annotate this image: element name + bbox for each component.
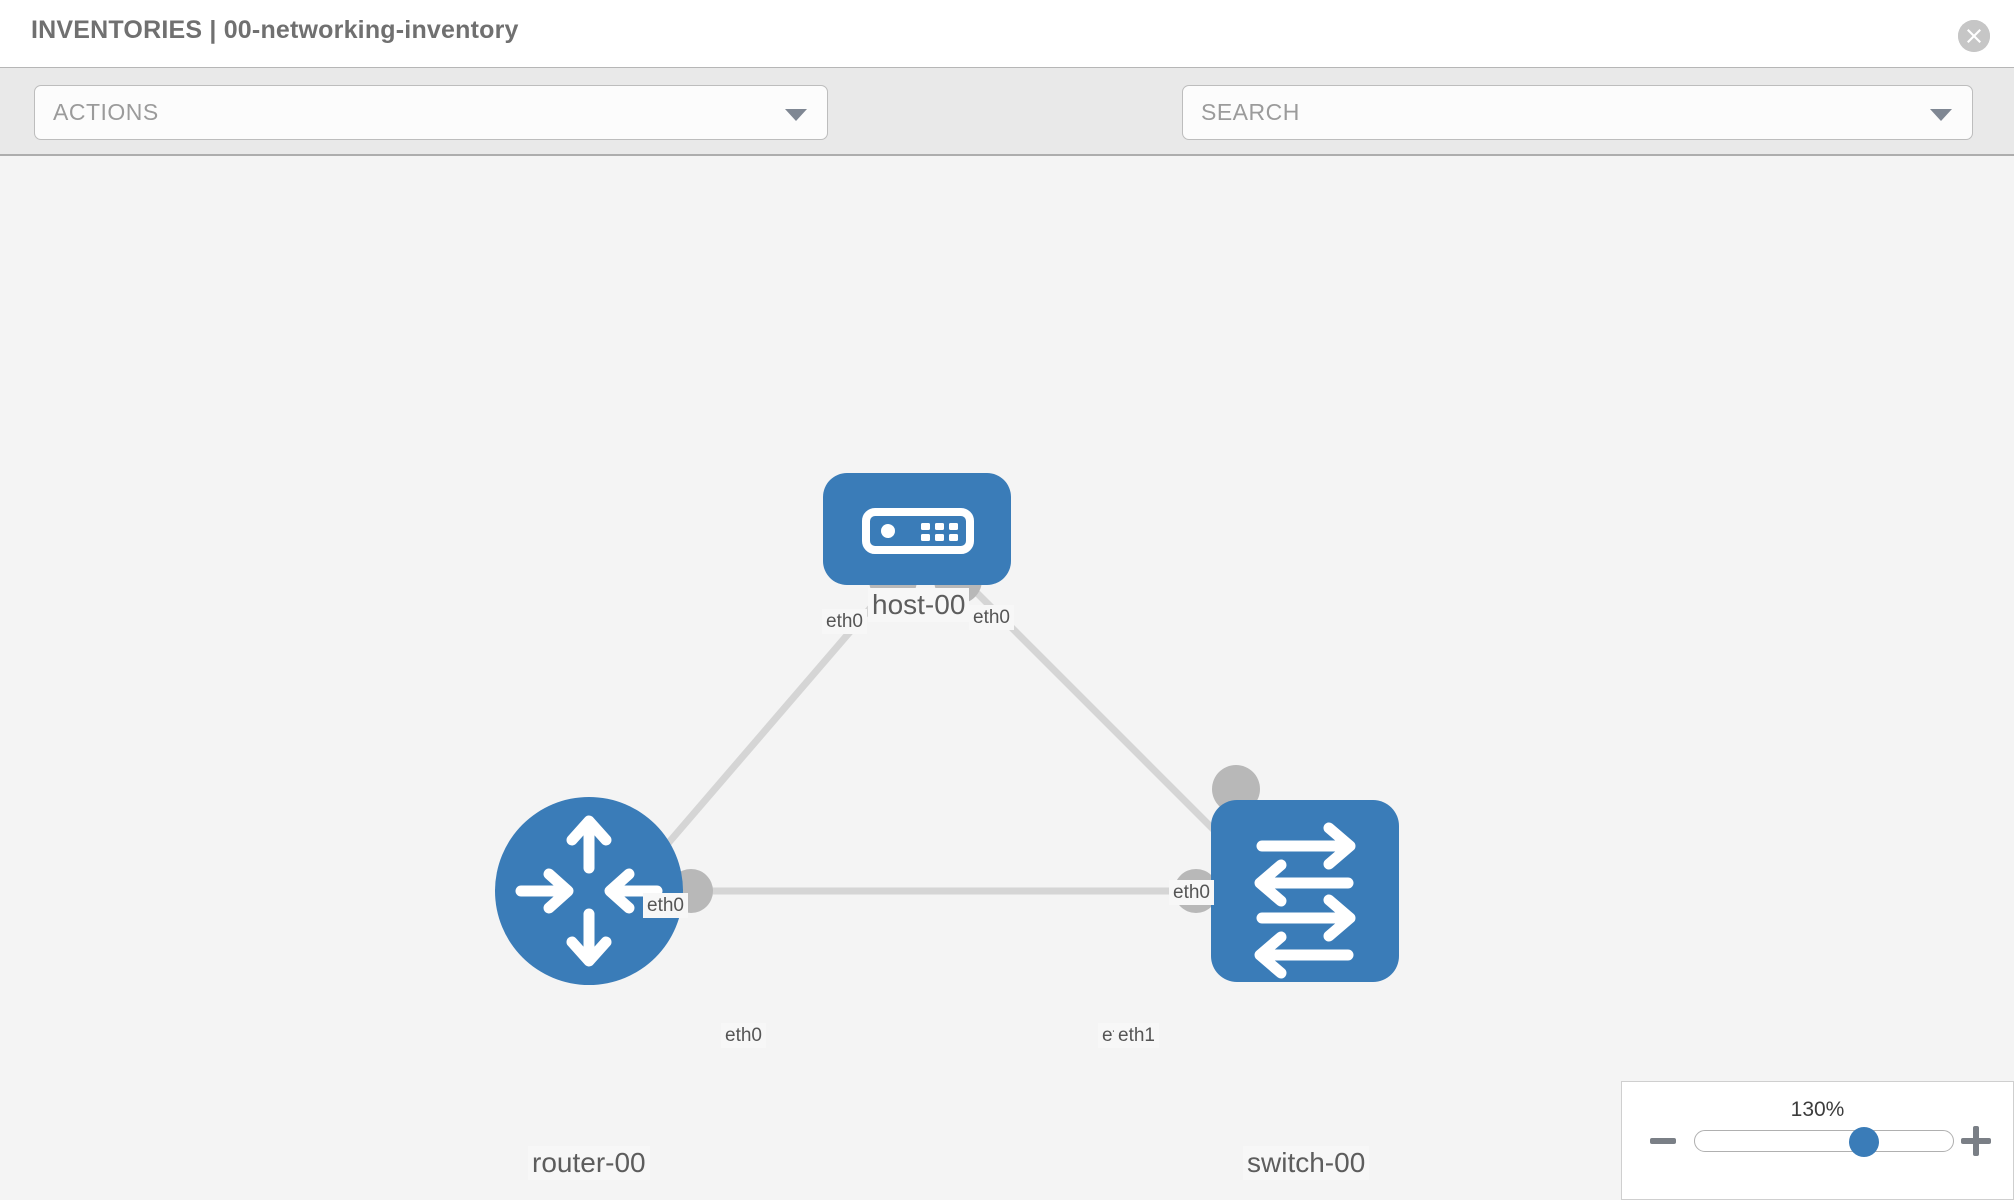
node-host-00: [823, 473, 1011, 585]
node-host-00-shape: [823, 473, 1011, 585]
zoom-control-panel: 130%: [1621, 1081, 2014, 1200]
zoom-slider-track[interactable]: [1694, 1130, 1954, 1152]
iface-label-host00-left: eth0: [822, 609, 867, 634]
zoom-percent-label: 130%: [1790, 1098, 1845, 1121]
iface-label-router00-eth0: eth0: [721, 1023, 766, 1048]
close-icon[interactable]: [1958, 20, 1990, 52]
zoom-slider-thumb[interactable]: [1849, 1127, 1879, 1157]
topology-links: [637, 573, 1258, 895]
node-label-router-00: router-00: [528, 1146, 650, 1180]
server-icon: [862, 508, 974, 554]
switch-arrows-icon: [1254, 822, 1356, 979]
node-router-00-shape: [495, 797, 683, 985]
chevron-down-icon: [785, 109, 807, 121]
topology-canvas[interactable]: eth0 eth0 eth0 eth0 eth0 eth0 eth1 host-…: [0, 156, 2014, 1200]
node-label-switch-00: switch-00: [1243, 1146, 1370, 1180]
iface-label-switch00-uplink: eth0: [1169, 880, 1214, 905]
node-router-00: [495, 797, 683, 985]
search-placeholder: SEARCH: [1201, 99, 1300, 125]
node-switch-00: [1211, 800, 1399, 982]
zoom-in-button[interactable]: [1961, 1126, 1991, 1156]
actions-dropdown[interactable]: ACTIONS: [34, 85, 828, 140]
iface-label-host00-right: eth0: [969, 605, 1014, 630]
iface-label-router00-uplink: eth0: [643, 893, 688, 918]
router-arrows-icon: [515, 815, 663, 967]
search-input[interactable]: SEARCH: [1182, 85, 1973, 140]
iface-label-switch00-eth1: eth1: [1114, 1023, 1159, 1048]
toolbar: ACTIONS SEARCH: [0, 68, 2014, 200]
node-label-host-00: host-00: [868, 588, 970, 622]
page-header: INVENTORIES | 00-networking-inventory: [0, 0, 2014, 68]
page-title: INVENTORIES | 00-networking-inventory: [31, 16, 519, 44]
chevron-down-icon: [1930, 109, 1952, 121]
actions-dropdown-label: ACTIONS: [53, 99, 159, 125]
zoom-out-button[interactable]: [1650, 1138, 1676, 1144]
